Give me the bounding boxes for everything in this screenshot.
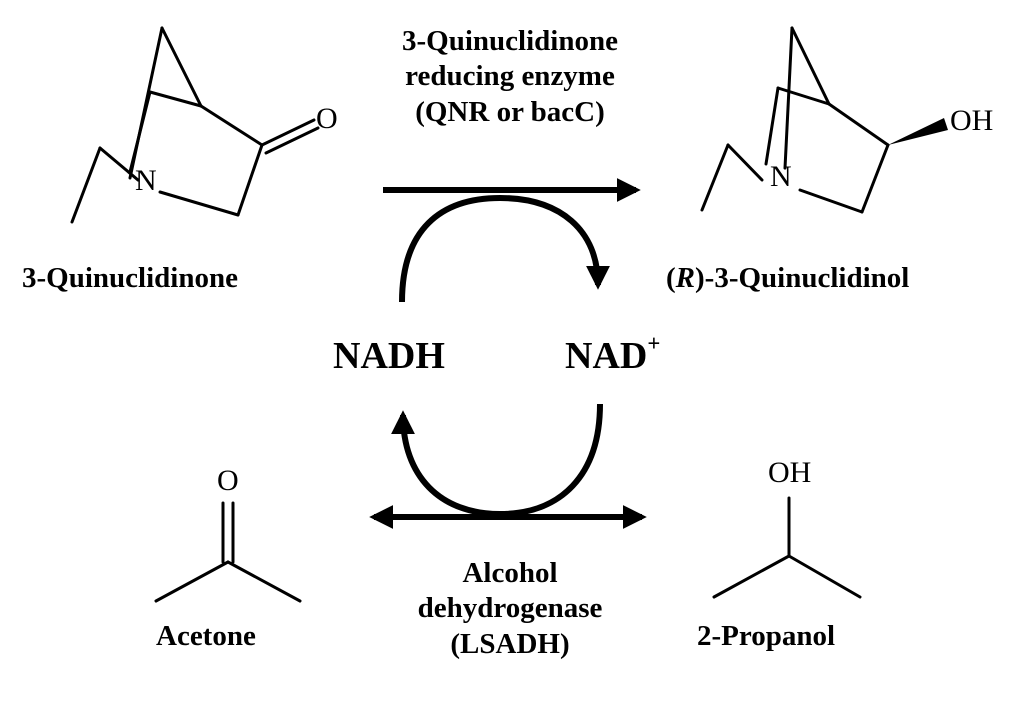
lsadh-enzyme-line-1: Alcohol xyxy=(462,557,558,589)
acetone-structure xyxy=(154,501,302,603)
quinuclidinol-nitrogen-atom: N xyxy=(770,160,792,193)
lsadh-enzyme-line-2: dehydrogenase xyxy=(417,592,603,625)
qnr-enzyme-label: 3-Quinuclidinone reducing enzyme (QNR or… xyxy=(340,24,680,130)
quinuclidinone-nitrogen-atom: N xyxy=(135,164,157,197)
lsadh-enzyme-label: Alcohol dehydrogenase (LSADH) xyxy=(340,556,680,662)
propanol-hydroxyl-group: OH xyxy=(768,456,812,489)
qnr-enzyme-line-1: 3-Quinuclidinone xyxy=(402,25,618,57)
nadh-oxidation-curved-arrow xyxy=(399,194,610,303)
nadh-label: NADH xyxy=(333,335,445,377)
nad-plus-base: NAD xyxy=(565,335,648,377)
quinuclidinol-hydroxyl-group: OH xyxy=(950,104,994,137)
lsadh-enzyme-line-3: (LSADH) xyxy=(450,627,570,660)
quinuclidinone-oxygen-atom: O xyxy=(316,102,338,135)
qnr-enzyme-line-3: (QNR or bacC) xyxy=(415,95,605,128)
acetone-oxygen-atom: O xyxy=(217,464,239,497)
quinuclidinone-name: 3-Quinuclidinone xyxy=(22,262,238,294)
quinuclidinol-name: (R)-3-Quinuclidinol xyxy=(666,264,909,293)
nad-plus-charge: + xyxy=(647,330,661,356)
quinuclidinol-structure xyxy=(700,26,890,214)
quinuclidinol-name-stereo: R xyxy=(675,262,696,294)
propanol-name: 2-Propanol xyxy=(697,620,836,652)
stereo-wedge-bond xyxy=(888,118,948,145)
quinuclidinol-name-rest: )-3-Quinuclidinol xyxy=(695,262,910,294)
propanol-structure xyxy=(712,496,862,599)
acetone-name: Acetone xyxy=(156,620,256,652)
nad-reduction-curved-arrow xyxy=(391,403,603,518)
quinuclidinol-name-open: ( xyxy=(666,262,676,294)
quinuclidinone-structure xyxy=(70,26,320,224)
nad-plus-label: NAD+ xyxy=(565,332,660,377)
qnr-enzyme-line-2: reducing enzyme xyxy=(405,60,615,93)
